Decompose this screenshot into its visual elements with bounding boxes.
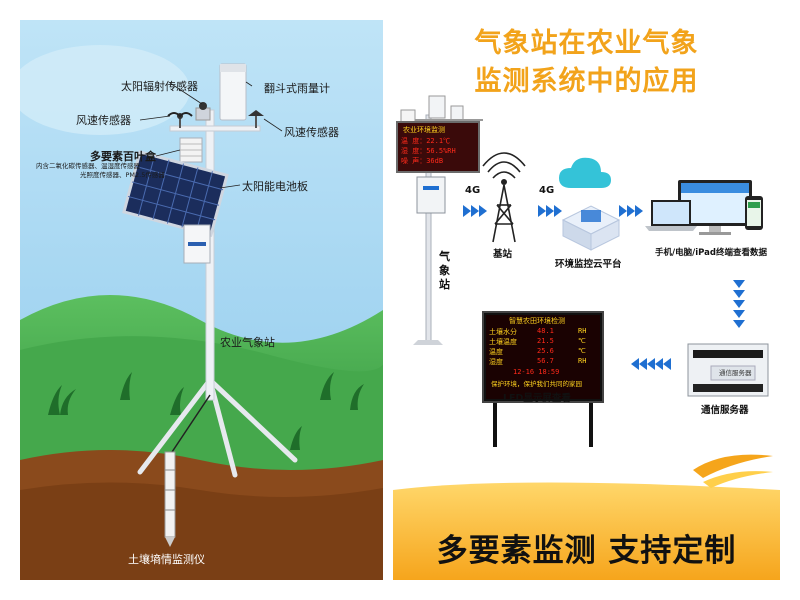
station-label: 气 象 站 [439,250,451,292]
label-soil-sensor: 土壤墒情监测仪 [128,553,205,566]
bottom-banner [393,482,780,580]
station-illustration [20,20,383,580]
louver-box [179,137,203,163]
led-row-unit: ℃ [578,347,586,355]
system-diagram [393,95,780,580]
station-display-heading: 农业环境监测 [403,126,445,134]
led-row-value: 48.1 [537,327,554,335]
led-row-name: 湿度 [489,358,503,366]
label-solar-radiation-sensor: 太阳辐射传感器 [121,80,198,93]
server-nameplate: 通信服务器 [719,369,752,377]
label-base-station: 基站 [493,249,513,260]
label-led-screen: LED显示屏查看 [503,393,571,404]
station-label-char: 站 [439,278,450,291]
cloud-platform-icon [559,157,621,251]
led-row-name: 土壤温度 [489,338,517,346]
station-label-char: 象 [439,264,450,277]
agricultural-weather-station-panel: 太阳辐射传感器 翻斗式雨量计 风速传感器 风速传感器 多要素百叶盒 内含二氧化碳… [20,20,383,580]
led-row-value: 56.7 [537,357,554,365]
soil-moisture-sensor [164,451,176,538]
led-row-name: 土壤水分 [489,328,517,336]
station-display-row: 湿 度：56.5%RH [401,147,456,155]
title-line-2: 监测系统中的应用 [474,66,699,97]
label-4g-base-to-cloud: 4G [539,185,555,196]
application-diagram-panel: 气象站在农业气象 监测系统中的应用 农业环境监测 温 度：22.1℃ 湿 度：5… [393,20,780,580]
label-wind-speed-right: 风速传感器 [284,126,339,139]
wind-sensor-left [167,112,193,128]
station-display-row: 噪 声：36dB [401,157,444,165]
title-line-1: 气象站在农业气象 [474,28,699,59]
label-solar-panel: 太阳能电池板 [242,180,308,193]
station-label-char: 气 [439,250,450,263]
bottom-slogan: 多要素监测 支持定制 [436,533,737,569]
terminal-devices [645,180,763,235]
label-louver-box: 多要素百叶盒 [90,150,156,163]
flow-arrows [463,205,745,370]
led-board-time: 12-16 18:59 [513,368,560,376]
label-wind-speed-left: 风速传感器 [76,114,131,127]
led-row-unit: ℃ [578,337,586,345]
station-display-row: 温 度：22.1℃ [401,137,451,145]
led-row-value: 21.5 [537,337,554,345]
station-control-box [416,176,446,214]
led-board-footer: 保护环境，保护我们共同的家园 [491,380,582,388]
rain-gauge [219,63,247,121]
led-row-unit: RH [578,357,587,365]
label-weather-station: 农业气象站 [220,336,275,349]
solar-panel [122,150,229,238]
label-louver-detail-2: 光照度传感器、PM2.5传感器 [80,171,165,179]
wind-sensor-right [248,110,264,128]
led-board-heading: 智慧农田环境检测 [509,317,565,325]
led-display-board [482,311,604,447]
station-led-display [396,121,480,173]
label-rain-gauge: 翻斗式雨量计 [264,82,330,95]
led-row-value: 25.6 [537,347,554,355]
base-station-tower [482,152,526,243]
led-row-name: 温度 [489,348,503,356]
label-4g-station-to-base: 4G [465,185,481,196]
label-terminals: 手机/电脑/iPad终端查看数据 [655,248,767,258]
led-row-unit: RH [578,327,587,335]
communication-server-device [687,343,769,397]
label-cloud-platform: 环境监控云平台 [555,259,622,270]
label-comm-server: 通信服务器 [701,405,749,416]
label-louver-detail-1: 内含二氧化碳传感器、温湿度传感器 [36,162,140,170]
